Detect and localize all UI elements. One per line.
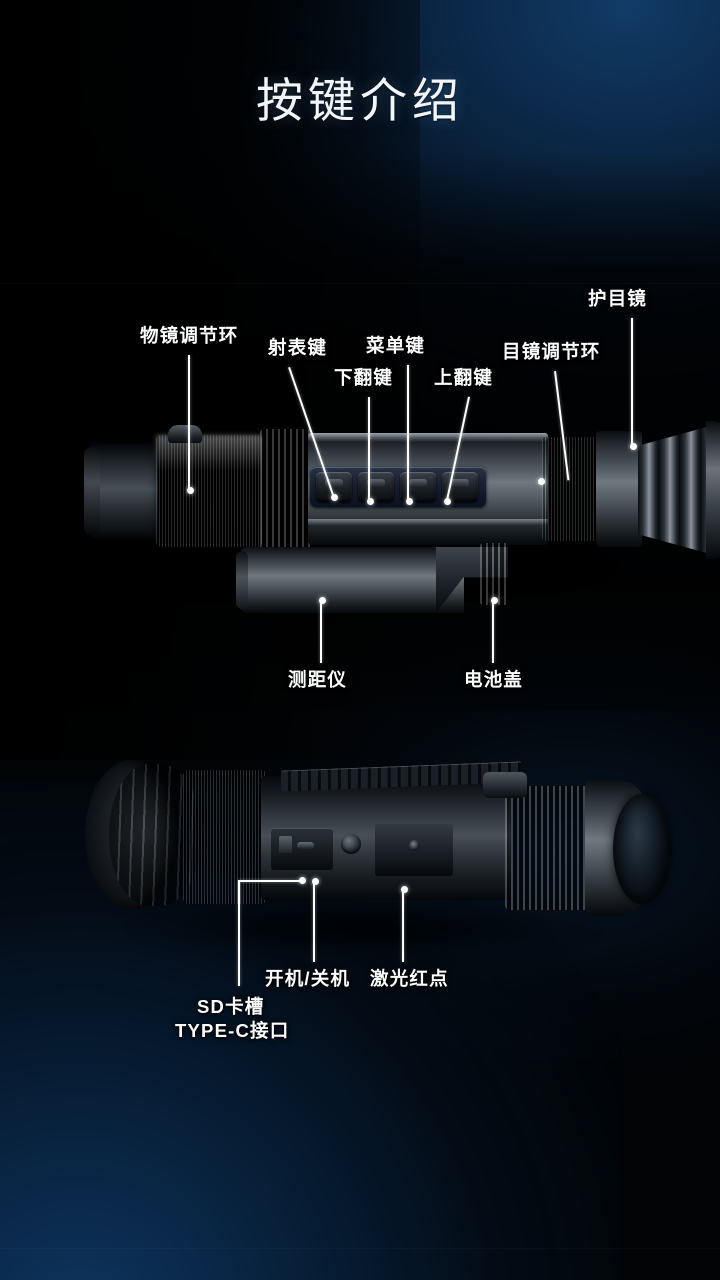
label-rangefinder: 测距仪 — [288, 669, 348, 690]
label-ballistic-table-key: 射表键 — [268, 337, 328, 358]
image-seam-bottom — [0, 1248, 720, 1249]
dot-battery-cover — [491, 597, 498, 604]
dot-objective-focus-ring — [187, 487, 194, 494]
leader-sd-typec-horizontal — [240, 880, 302, 882]
key-panel — [310, 467, 486, 507]
key-page-down[interactable] — [358, 472, 394, 502]
rear-focus-ring — [183, 770, 267, 904]
objective-top-knob — [168, 425, 202, 443]
leader-power-switch — [313, 882, 315, 962]
leader-page-down-key — [368, 397, 370, 501]
dot-sd-typec — [299, 877, 306, 884]
eyecup-rear — [85, 760, 177, 910]
objective-focus-ring — [156, 435, 262, 547]
eyecup-rear-rings — [109, 764, 201, 906]
device-rear-view — [85, 750, 675, 970]
leader-objective-focus-ring — [188, 355, 190, 490]
label-objective-focus-ring: 物镜调节环 — [140, 325, 239, 346]
label-menu-key: 菜单键 — [366, 335, 426, 356]
sd-card-slot-icon — [279, 836, 292, 853]
rangefinder-module — [240, 547, 464, 613]
key-menu[interactable] — [400, 472, 436, 502]
label-sd-card-slot: SD卡槽 — [197, 996, 265, 1017]
dot-eyepiece-focus-ring — [538, 478, 545, 485]
body-top-rail-strip — [308, 433, 548, 442]
dot-menu-key — [406, 498, 413, 505]
leader-sd-typec-vertical — [238, 880, 240, 986]
label-power-switch: 开机/关机 — [265, 968, 351, 989]
battery-cover — [480, 543, 508, 605]
label-page-up-key: 上翻键 — [434, 367, 494, 388]
dot-page-up-key — [444, 498, 451, 505]
label-eyecup: 护目镜 — [588, 288, 648, 309]
eyepiece-focus-ring — [542, 437, 600, 541]
leader-laser-red-dot — [402, 890, 404, 962]
eyepiece-barrel — [596, 431, 642, 547]
eyecup-end-rim — [706, 421, 720, 559]
label-laser-red-dot: 激光红点 — [370, 968, 449, 989]
type-c-port-icon — [297, 842, 314, 849]
power-button[interactable] — [341, 834, 361, 854]
top-collar-rear-view — [483, 772, 527, 798]
front-focus-ring-rear-view — [505, 786, 591, 910]
leader-battery-cover — [492, 601, 494, 663]
label-sd-and-typec: SD卡槽 TYPE-C接口 — [175, 995, 289, 1043]
device-side-view — [80, 415, 720, 635]
page-title: 按键介绍 — [256, 74, 464, 129]
dot-power-switch — [312, 878, 319, 885]
image-seam-top — [0, 283, 720, 284]
page-title-container: 按键介绍 — [0, 62, 720, 131]
dot-eyecup — [630, 443, 637, 450]
eyecup-bellows — [638, 425, 714, 555]
dot-ballistic-table-key — [331, 494, 338, 501]
objective-front-rim — [84, 447, 100, 535]
label-battery-cover: 电池盖 — [464, 669, 524, 690]
label-eyepiece-focus-ring: 目镜调节环 — [502, 341, 601, 362]
background-dark-left — [0, 0, 420, 760]
label-page-down-key: 下翻键 — [334, 367, 394, 388]
dot-page-down-key — [367, 498, 374, 505]
dot-rangefinder — [319, 597, 326, 604]
leader-menu-key — [407, 365, 409, 501]
leader-eyecup — [631, 318, 633, 446]
objective-ridged-collar — [260, 429, 312, 553]
leader-rangefinder — [320, 601, 322, 663]
objective-lens-glass — [613, 794, 671, 904]
rangefinder-front-rim — [236, 551, 248, 609]
label-type-c-port: TYPE-C接口 — [175, 1020, 290, 1042]
laser-red-dot-aperture — [409, 840, 420, 851]
body-lower-groove — [308, 519, 548, 525]
dot-laser-red-dot — [401, 886, 408, 893]
